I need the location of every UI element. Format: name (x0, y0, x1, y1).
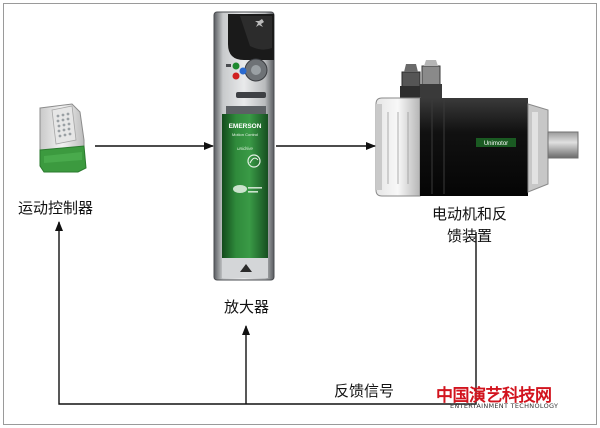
feedback-line-to-controller (55, 221, 477, 405)
motion-controller-label: 运动控制器 (18, 199, 94, 217)
motor-brand-text: Unimotor (484, 141, 508, 147)
watermark-subtitle: ENTERTAINMENT TECHNOLOGY (450, 402, 559, 410)
motor-image: Unimotor (375, 60, 579, 197)
feedback-signal-label: 反馈信号 (334, 382, 395, 400)
amplifier-image: EMERSON Motion Control unidrive (213, 11, 275, 281)
motor-label-line2: 馈装置 (447, 227, 493, 245)
motor-label-line1: 电动机和反 (432, 205, 508, 223)
amplifier-label: 放大器 (224, 298, 270, 316)
motion-controller-image (39, 103, 87, 173)
brand-text: EMERSON (229, 123, 262, 130)
model-text: unidrive (237, 146, 253, 151)
watermark-logo: 中国演艺科技网 (436, 386, 552, 406)
brand-sub-text: Motion Control (232, 132, 258, 137)
diagram-frame (3, 3, 597, 425)
